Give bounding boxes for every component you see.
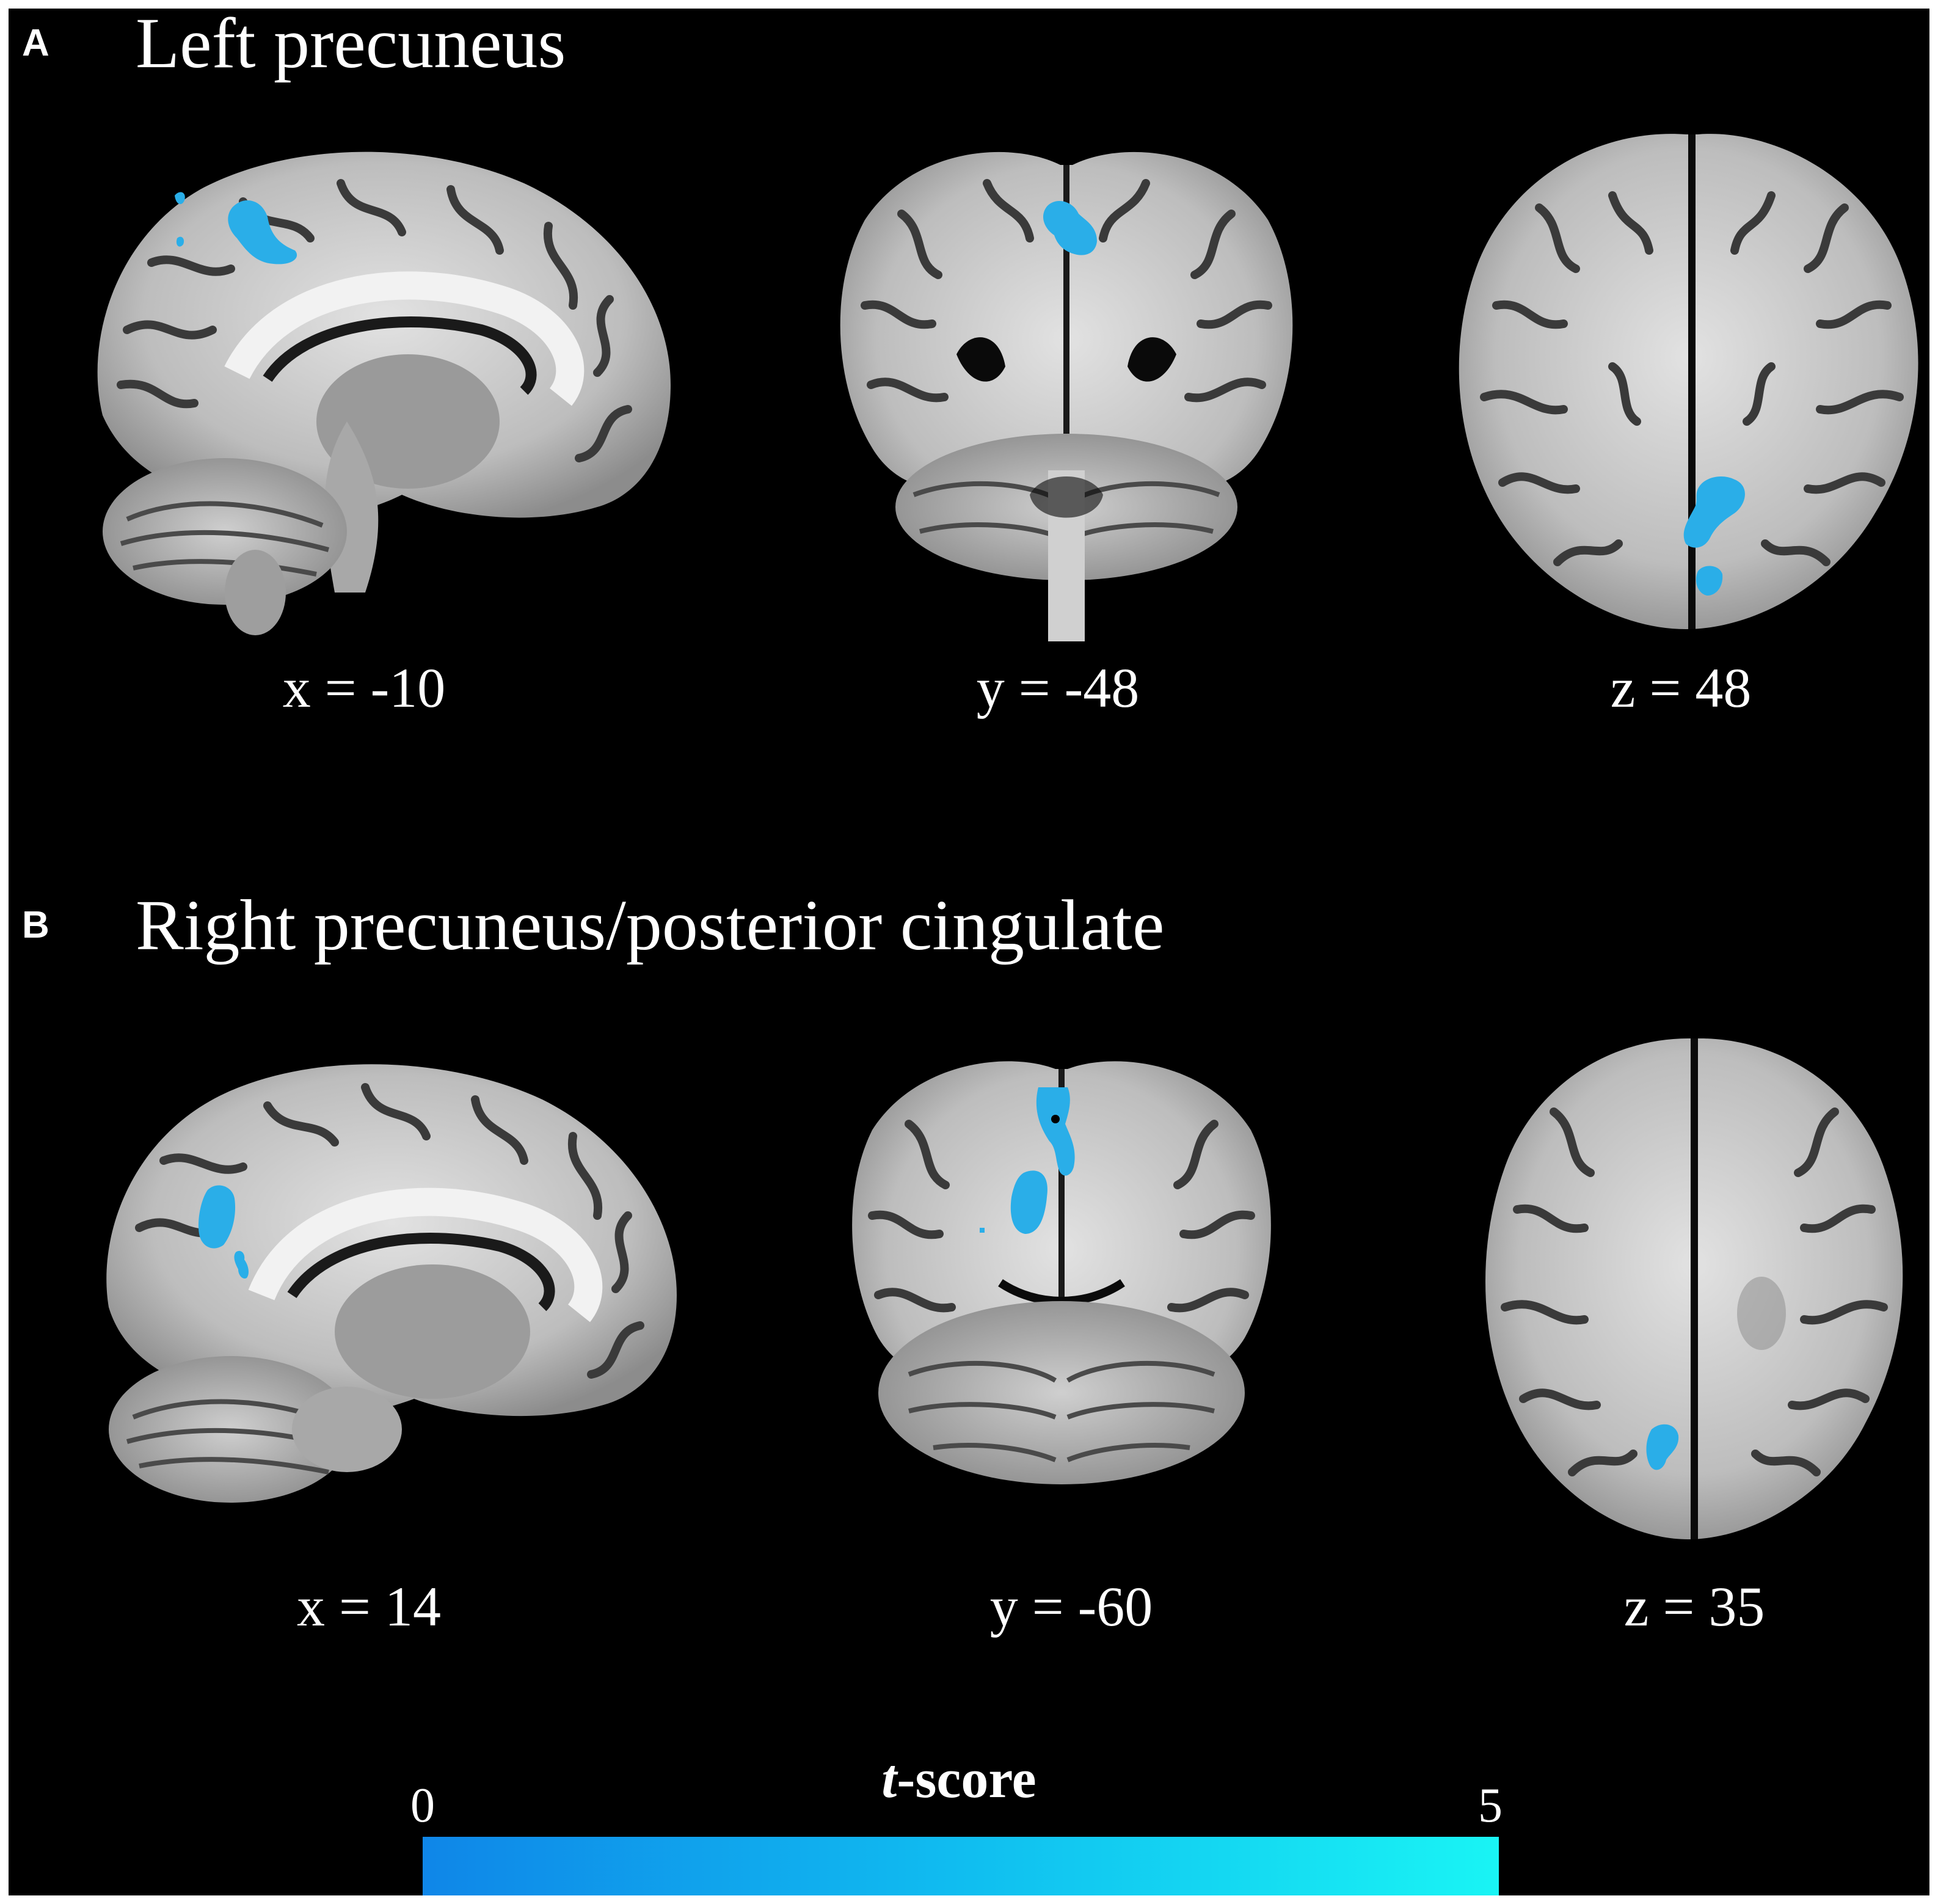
colorbar-min-label: 0 — [410, 1779, 435, 1833]
panel-b-axial-slice — [1485, 1038, 1903, 1539]
panel-a-letter: A — [22, 22, 49, 64]
panel-b-sagittal-coordinate: x = 14 — [297, 1575, 441, 1638]
panel-b-sagittal-slice — [106, 1064, 677, 1503]
panel-a-sagittal-slice — [97, 151, 671, 635]
colorbar-title-italic: t — [881, 1749, 897, 1809]
panel-b-axial-coordinate: z = 35 — [1623, 1575, 1765, 1638]
panel-b-letter: B — [22, 904, 49, 946]
panel-b-coronal-coordinate: y = -60 — [989, 1575, 1153, 1638]
panel-a-coronal-slice — [840, 151, 1293, 641]
panel-b-coronal-slice — [852, 1061, 1271, 1484]
panel-a-title: Left precuneus — [136, 3, 566, 83]
colorbar — [423, 1837, 1499, 1895]
panel-a-axial-slice — [1459, 134, 1918, 629]
colorbar-title: t-score — [881, 1752, 1036, 1807]
panel-a-axial-coordinate: z = 48 — [1610, 657, 1752, 719]
colorbar-max-label: 5 — [1478, 1779, 1503, 1833]
panel-a-sagittal-coordinate: x = -10 — [282, 657, 446, 719]
panel-a-coronal-coordinate: y = -48 — [976, 657, 1140, 719]
colorbar-title-rest: -score — [897, 1749, 1036, 1809]
panel-b-title: Right precuneus/posterior cingulate — [136, 885, 1165, 965]
